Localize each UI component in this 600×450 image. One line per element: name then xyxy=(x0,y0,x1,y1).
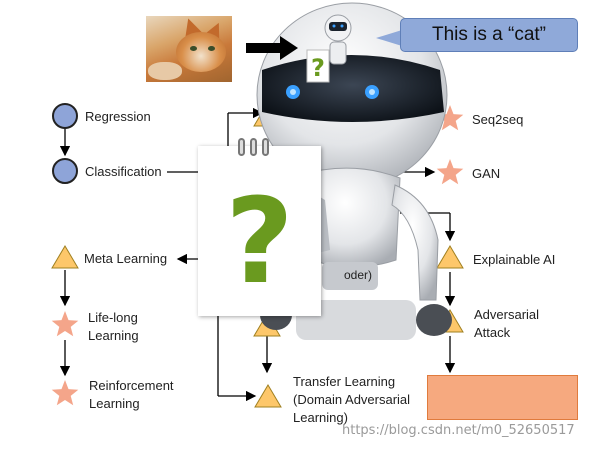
question-mark-card: ? xyxy=(198,138,321,316)
question-mark-icon: ? xyxy=(225,172,294,310)
binder-rings-icon xyxy=(238,138,282,160)
reinforcement-learning-star-icon xyxy=(51,380,79,406)
seq2seq-label: Seq2seq xyxy=(472,112,523,127)
gan-star-icon xyxy=(436,159,464,185)
life-long-learning-star-icon xyxy=(51,311,79,337)
regression-label: Regression xyxy=(85,109,151,124)
svg-text:?: ? xyxy=(311,54,325,82)
transfer-learning-triangle-icon xyxy=(254,384,282,408)
meta-learning-triangle-icon xyxy=(51,245,79,269)
black-arrow-icon xyxy=(246,36,298,60)
regression-circle-icon xyxy=(52,103,78,129)
speech-bubble: This is a “cat” xyxy=(400,18,578,52)
partial-text: oder) xyxy=(344,268,373,282)
gan-label: GAN xyxy=(472,166,500,181)
bubble-text: This is a “cat” xyxy=(431,24,547,45)
explainable-ai-triangle-icon xyxy=(436,245,464,269)
mini-robot-icon: ? xyxy=(306,14,352,83)
explainable-ai-label: Explainable AI xyxy=(473,252,555,267)
speech-bubble-tail xyxy=(376,30,402,46)
seq2seq-star-icon xyxy=(436,105,464,131)
watermark: https://blog.csdn.net/m0_52650517 xyxy=(342,423,575,438)
classification-circle-icon xyxy=(52,158,78,184)
classification-label: Classification xyxy=(85,164,162,179)
cat-photo xyxy=(146,16,232,82)
network-compression-box xyxy=(427,375,578,420)
meta-learning-label: Meta Learning xyxy=(84,251,167,266)
